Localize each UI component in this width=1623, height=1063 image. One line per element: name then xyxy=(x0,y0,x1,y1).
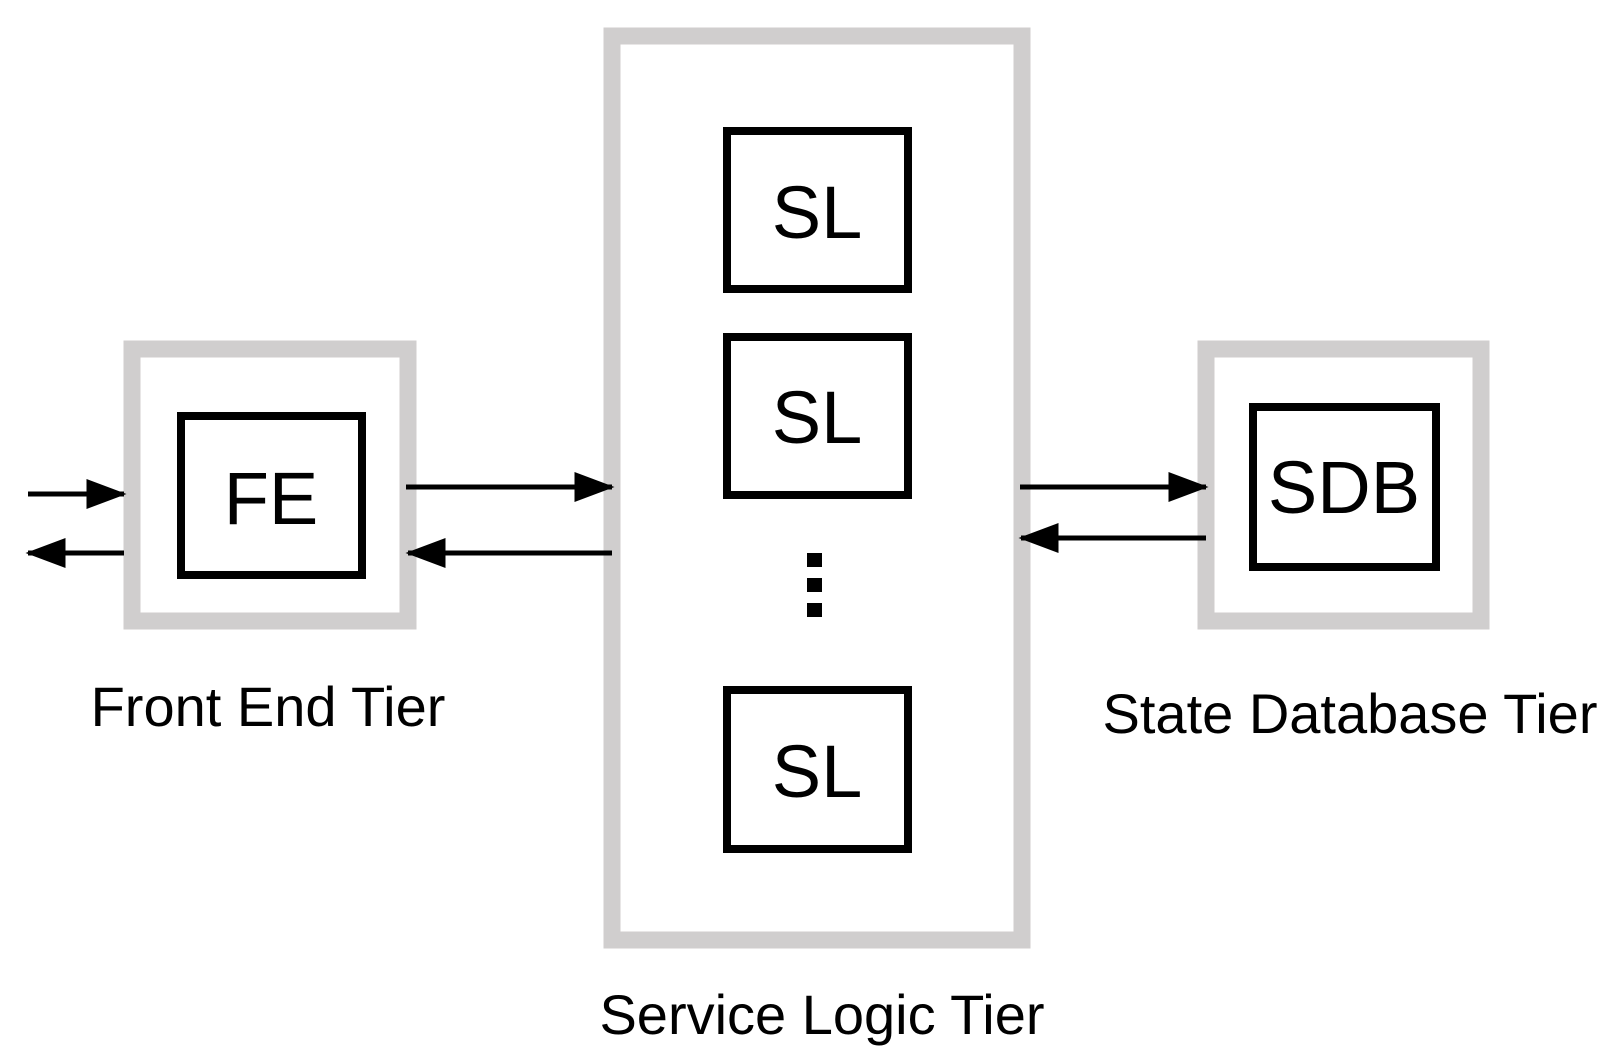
sdb-node-label: SDB xyxy=(1268,446,1420,529)
sl-node-box-3 xyxy=(723,686,912,853)
fe-node-box xyxy=(177,412,366,579)
front-end-tier: FE Front End Tier xyxy=(91,340,446,738)
sl-node-label-3: SL xyxy=(772,730,863,813)
ellipsis-dot-1 xyxy=(807,553,822,567)
state-database-tier: SDB State Database Tier xyxy=(1103,340,1598,745)
fe-node-label: FE xyxy=(224,457,319,540)
state-database-tier-label: State Database Tier xyxy=(1103,682,1598,745)
service-logic-tier-label: Service Logic Tier xyxy=(599,983,1044,1046)
ellipsis-dot-3 xyxy=(807,603,822,617)
front-end-tier-label: Front End Tier xyxy=(91,675,446,738)
connection-arrows xyxy=(25,472,1209,568)
ellipsis-dot-2 xyxy=(807,578,822,592)
service-logic-tier: SL SL SL Service Logic Tier xyxy=(599,27,1045,1046)
sl-node-label-2: SL xyxy=(772,376,863,459)
sdb-node-box xyxy=(1249,403,1440,571)
sl-node-box-1 xyxy=(723,127,912,293)
sl-node-box-2 xyxy=(723,333,912,499)
sl-node-label-1: SL xyxy=(772,171,863,254)
ellipsis-dots xyxy=(807,553,822,617)
